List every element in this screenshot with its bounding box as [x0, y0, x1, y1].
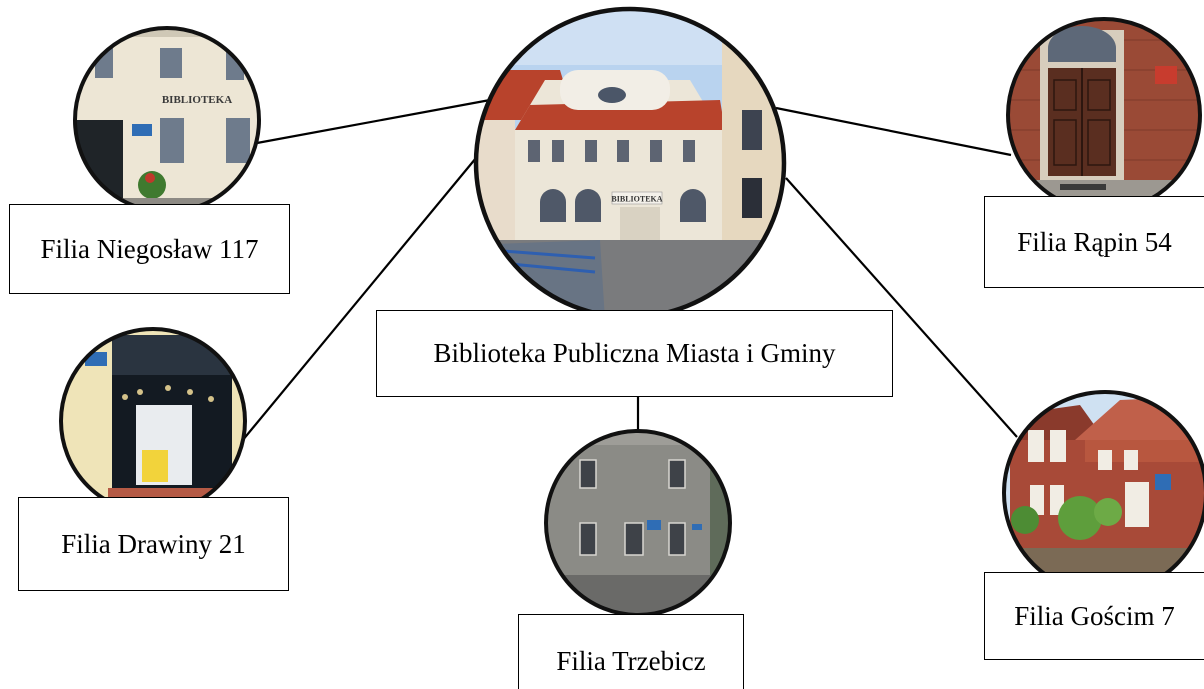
goscim-branch-label: Filia Gościm 7 [984, 572, 1204, 660]
connector-rapin [775, 106, 1012, 157]
drawiny-branch-photo [59, 327, 247, 515]
connector-niegoslaw [256, 98, 491, 145]
rapin-branch-photo [1006, 17, 1202, 213]
connector-drawiny [241, 157, 477, 442]
niegoslaw-sign-text: BIBLIOTEKA [162, 94, 232, 106]
trzebicz-branch-photo [544, 429, 732, 617]
center-sign-text: BIBLIOTEKA [611, 195, 662, 204]
center-library-label: Biblioteka Publiczna Miasta i Gminy [376, 310, 893, 397]
niegoslaw-branch-label: Filia Niegosław 117 [9, 204, 290, 294]
rapin-branch-label: Filia Rąpin 54 [984, 196, 1204, 288]
central-library-photo: BIBLIOTEKA [473, 6, 787, 320]
drawiny-branch-label: Filia Drawiny 21 [18, 497, 289, 591]
niegoslaw-branch-photo: BIBLIOTEKA [73, 26, 261, 214]
connector-lines [241, 98, 1018, 442]
connector-goscim [785, 177, 1018, 438]
trzebicz-branch-label: Filia Trzebicz [518, 614, 744, 689]
goscim-branch-photo [1002, 390, 1204, 596]
